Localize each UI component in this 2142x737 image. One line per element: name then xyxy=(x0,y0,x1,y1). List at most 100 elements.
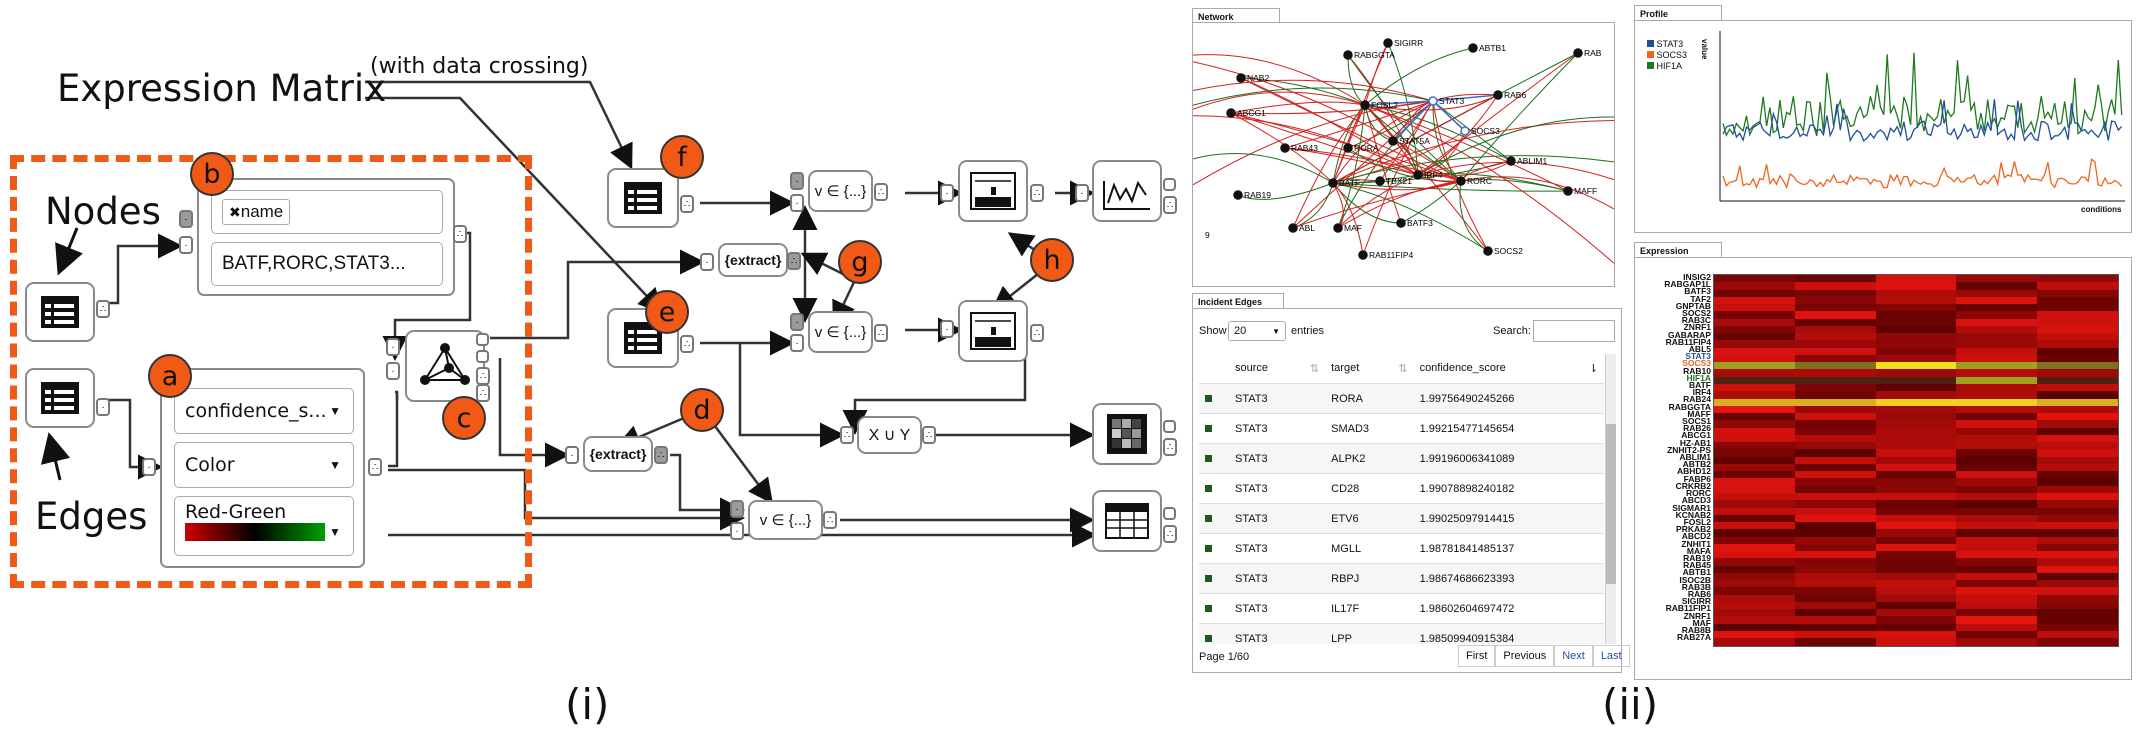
nodes-out-port[interactable]: ∴ xyxy=(96,300,110,318)
heatmap-cell[interactable] xyxy=(1956,623,2038,632)
heatmap-cell[interactable] xyxy=(1956,318,2038,326)
heatmap-cell[interactable] xyxy=(2037,405,2118,414)
heatmap-cell[interactable] xyxy=(2037,463,2118,472)
heatmap-cell[interactable] xyxy=(1794,391,1876,399)
heatmap-cell[interactable] xyxy=(1956,580,2038,588)
network-node[interactable] xyxy=(1360,100,1370,110)
edges-widget-in-port[interactable]: · xyxy=(142,458,156,476)
heatmap-cell[interactable] xyxy=(1956,405,2038,414)
heatmap-cell[interactable] xyxy=(1794,376,1876,384)
heatmap-cell[interactable] xyxy=(1794,572,1876,581)
heatmap-cell[interactable] xyxy=(1714,601,1795,610)
heatmap-cell[interactable] xyxy=(2037,420,2118,428)
heatmap-cell[interactable] xyxy=(2037,296,2118,305)
heatmap-cell[interactable] xyxy=(2037,398,2118,406)
heatmap-cell[interactable] xyxy=(1794,318,1876,326)
line-chart-node[interactable] xyxy=(1092,160,1162,222)
network-node[interactable] xyxy=(1396,218,1406,228)
heatmap-cell[interactable] xyxy=(1875,376,1957,384)
heatmap-cell[interactable] xyxy=(2037,572,2118,581)
heatmap-cell[interactable] xyxy=(1875,638,1957,646)
heatmap-cell[interactable] xyxy=(1956,420,2038,428)
heatmap-cell[interactable] xyxy=(2037,471,2118,479)
heatmap-cell[interactable] xyxy=(2037,434,2118,443)
heatmap-cell[interactable] xyxy=(2037,456,2118,464)
heatmap-cell[interactable] xyxy=(1956,347,2038,355)
heatmap-cell[interactable] xyxy=(1794,616,1876,624)
heatmap-cell[interactable] xyxy=(1875,463,1957,472)
network-node[interactable] xyxy=(1388,136,1398,146)
heatmap-cell[interactable] xyxy=(1875,514,1957,523)
column-header[interactable]: confidence_score⇂ xyxy=(1413,354,1604,384)
heatmap-cell[interactable] xyxy=(1794,536,1876,544)
heatmap-cell[interactable] xyxy=(2037,514,2118,523)
heatmap-cell[interactable] xyxy=(1714,318,1795,326)
heatmap-cell[interactable] xyxy=(2037,623,2118,632)
selector-in-port-1[interactable]: · xyxy=(179,210,193,228)
heatmap-cell[interactable] xyxy=(1956,333,2038,341)
heatmap-cell[interactable] xyxy=(1714,354,1795,363)
heatmap-cell[interactable] xyxy=(2037,354,2118,363)
node-values-field[interactable]: BATF,RORC,STAT3... xyxy=(211,242,443,286)
heatmap-cell[interactable] xyxy=(1875,631,1957,639)
network-node[interactable] xyxy=(1358,250,1368,260)
heatmap-cell[interactable] xyxy=(2037,282,2118,290)
heatmap-cell[interactable] xyxy=(1875,369,1957,377)
heatmap-cell[interactable] xyxy=(1875,383,1957,392)
heatmap-cell[interactable] xyxy=(1714,282,1795,290)
heatmap-cell[interactable] xyxy=(1956,522,2038,530)
filter-mid-node[interactable]: v ∈ {...} xyxy=(808,311,873,353)
network-tab[interactable]: Network xyxy=(1192,8,1280,25)
heatmap-cell[interactable] xyxy=(1794,623,1876,632)
heatmap-cell[interactable] xyxy=(1714,609,1795,617)
heatmap-cell[interactable] xyxy=(1956,572,2038,581)
heatmap-cell[interactable] xyxy=(2037,616,2118,624)
heatmap-cell[interactable] xyxy=(1714,398,1795,406)
search-input[interactable] xyxy=(1533,320,1615,342)
heatmap-cell[interactable] xyxy=(1875,500,1957,508)
heatmap-cell[interactable] xyxy=(1794,289,1876,297)
heatmap-cell[interactable] xyxy=(1875,507,1957,515)
heatmap-cell[interactable] xyxy=(1794,442,1876,450)
linechart-out-port-1[interactable] xyxy=(1163,178,1176,191)
name-tag[interactable]: ✖name xyxy=(222,199,291,225)
heatmap-cell[interactable] xyxy=(1714,391,1795,399)
heatmap-cell[interactable] xyxy=(1714,362,1795,370)
heatmap-cell[interactable] xyxy=(1714,543,1795,552)
edges-table-node[interactable] xyxy=(25,368,95,428)
heatmap-cell[interactable] xyxy=(1714,471,1795,479)
remove-tag-icon[interactable]: ✖ xyxy=(229,204,241,220)
network-node[interactable] xyxy=(1375,176,1385,186)
heatmap-cell[interactable] xyxy=(1875,304,1957,312)
expression-plot-node[interactable] xyxy=(958,300,1028,362)
heatmap-cell[interactable] xyxy=(1875,594,1957,602)
heatmap-cell[interactable] xyxy=(2037,587,2118,595)
heatmap-cell[interactable] xyxy=(1956,434,2038,443)
heatmap-cell[interactable] xyxy=(1875,318,1957,326)
heatmap-out-port-2[interactable]: ∴ xyxy=(1163,438,1177,456)
heatmap-cell[interactable] xyxy=(1956,565,2038,573)
heatmap-cell[interactable] xyxy=(1875,471,1957,479)
heatmap-cell[interactable] xyxy=(2037,289,2118,297)
selector-out-port[interactable]: ∴ xyxy=(453,225,467,243)
heatmap-cell[interactable] xyxy=(1794,304,1876,312)
network-node[interactable] xyxy=(1506,156,1516,166)
heatmap-cell[interactable] xyxy=(2037,347,2118,355)
heatmap-cell[interactable] xyxy=(1794,282,1876,290)
heatmap-cell[interactable] xyxy=(1714,594,1795,602)
extract-bottom-out-port[interactable]: ∴ xyxy=(654,446,668,464)
heatmap-cell[interactable] xyxy=(1875,333,1957,341)
heatmap-cell[interactable] xyxy=(1956,463,2038,472)
scrollbar-thumb[interactable] xyxy=(1606,424,1616,584)
e-out-port[interactable]: ∴ xyxy=(680,335,694,353)
heatmap-cell[interactable] xyxy=(1714,616,1795,624)
heatmap-cell[interactable] xyxy=(2037,369,2118,377)
heatmap-cell[interactable] xyxy=(1714,572,1795,581)
heatmap-cell[interactable] xyxy=(1714,347,1795,355)
graph-in-port-1[interactable]: · xyxy=(386,338,400,356)
heatmap-cell[interactable] xyxy=(1794,347,1876,355)
incident-edges-tab[interactable]: Incident Edges xyxy=(1192,293,1284,310)
heatmap-cell[interactable] xyxy=(1714,558,1795,566)
